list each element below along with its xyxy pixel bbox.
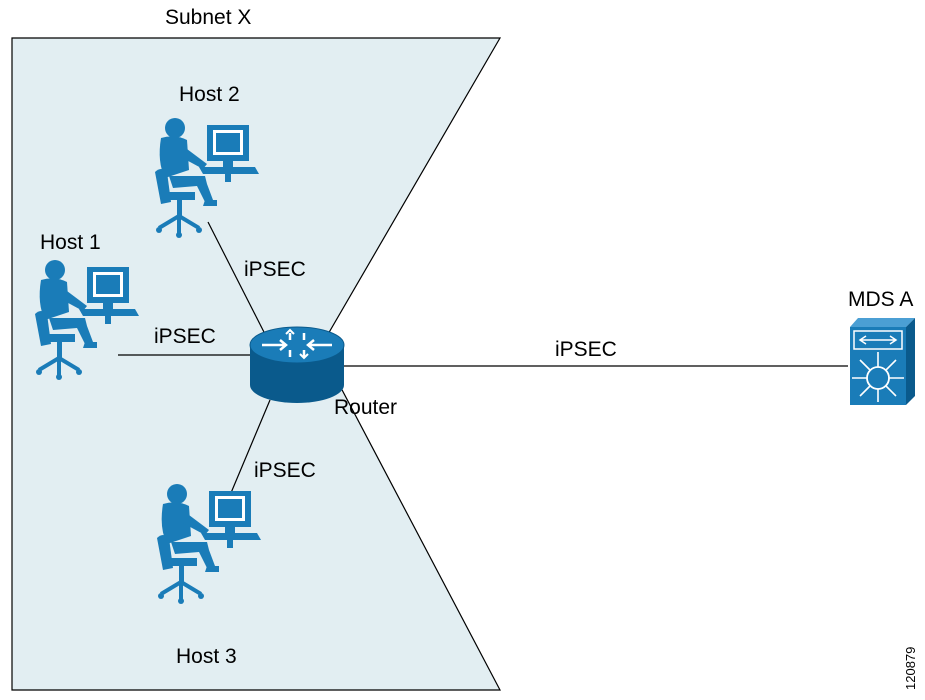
figure-number: 120879 <box>903 647 918 690</box>
link-host3-router <box>227 399 271 501</box>
router-icon <box>249 326 345 403</box>
link-label-router-mds: iPSEC <box>555 338 617 361</box>
link-label-host3: iPSEC <box>254 459 316 482</box>
link-label-host2: iPSEC <box>244 258 306 281</box>
host-3-label: Host 3 <box>176 645 237 668</box>
router-label: Router <box>334 396 397 419</box>
host-2-label: Host 2 <box>179 83 240 106</box>
subnet-label: Subnet X <box>165 6 251 29</box>
host-1-label: Host 1 <box>40 231 101 254</box>
mds-switch-icon <box>850 318 915 405</box>
mds-label: MDS A <box>848 288 913 311</box>
link-host2-router <box>207 221 269 341</box>
link-label-host1: iPSEC <box>154 325 216 348</box>
